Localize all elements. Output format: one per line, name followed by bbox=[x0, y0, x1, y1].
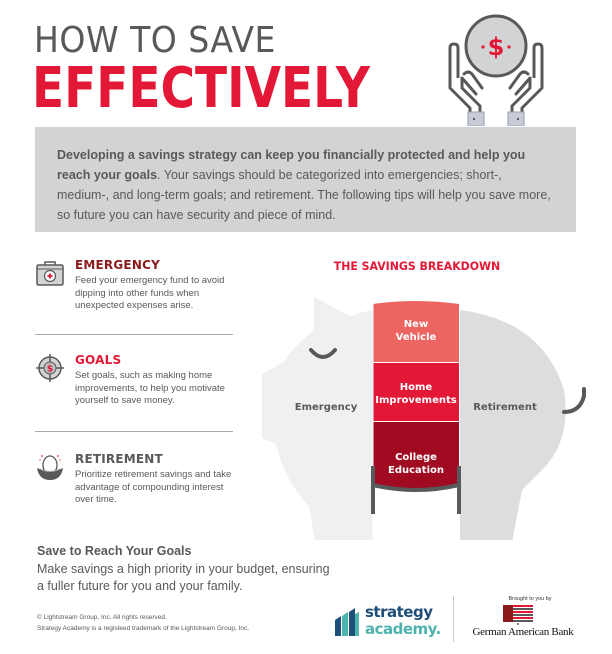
svg-text:$: $ bbox=[47, 365, 53, 375]
legal-text: © Lightstream Group, Inc. All rights res… bbox=[37, 612, 249, 634]
brought-by-text: Brought to you by bbox=[508, 596, 552, 602]
segment-home-improvements bbox=[373, 363, 459, 421]
tip-title: GOALS bbox=[75, 353, 122, 367]
tip-text: Prioritize retirement savings and take a… bbox=[75, 469, 232, 505]
pig-tail-icon bbox=[562, 387, 586, 414]
label-line: Vehicle bbox=[395, 332, 437, 343]
label-emergency: Emergency bbox=[294, 402, 358, 413]
label-new-vehicle: New Vehicle bbox=[373, 318, 459, 344]
label-home-improvements: Home Improvements bbox=[373, 381, 459, 407]
logo-text-strategy: strategy bbox=[365, 603, 433, 621]
svg-text:$: $ bbox=[488, 33, 505, 61]
tip-text: Feed your emergency fund to avoid dippin… bbox=[75, 275, 225, 311]
divider bbox=[35, 431, 233, 432]
pig-eye-icon bbox=[309, 348, 337, 359]
logo-text-academy: academy. bbox=[365, 620, 441, 638]
title-line-1: HOW TO SAVE bbox=[34, 20, 276, 61]
closing-body: Make savings a high priority in your bud… bbox=[37, 562, 330, 593]
hands-holding-coin-icon: $ bbox=[448, 14, 544, 126]
bank-name: German American Bank bbox=[472, 626, 574, 638]
closing-heading: Save to Reach Your Goals bbox=[37, 544, 192, 558]
segment-emergency bbox=[262, 297, 373, 540]
label-line: Home bbox=[399, 382, 433, 393]
tip-title: EMERGENCY bbox=[75, 258, 160, 272]
intro-bold: Developing a savings strategy can keep y… bbox=[57, 148, 526, 182]
intro-box: Developing a savings strategy can keep y… bbox=[35, 127, 576, 232]
logo-divider bbox=[453, 596, 454, 642]
segment-new-vehicle bbox=[373, 304, 459, 362]
tip-title: RETIREMENT bbox=[75, 452, 163, 466]
nest-egg-icon bbox=[37, 455, 63, 480]
segment-retirement bbox=[459, 310, 566, 540]
label-line: New bbox=[403, 319, 429, 330]
target-dollar-icon: $ bbox=[36, 354, 64, 382]
label-line: Education bbox=[388, 465, 444, 476]
strategy-academy-logo-icon bbox=[335, 608, 359, 636]
segment-college-education bbox=[373, 422, 459, 490]
title-line-2: EFFECTIVELY bbox=[32, 56, 370, 121]
tip-text: Set goals, such as making home improveme… bbox=[75, 370, 225, 406]
divider bbox=[35, 334, 233, 335]
label-college-education: College Education bbox=[373, 451, 459, 477]
label-retirement: Retirement bbox=[473, 402, 537, 413]
intro-text: . Your savings should be categorized int… bbox=[57, 168, 551, 222]
copyright: © Lightstream Group, Inc. All rights res… bbox=[37, 614, 167, 621]
first-aid-kit-icon bbox=[36, 261, 64, 286]
label-line: Improvements bbox=[375, 395, 457, 406]
trademark: Strategy Academy is a registeed trademar… bbox=[37, 625, 250, 632]
breakdown-title: THE SAVINGS BREAKDOWN bbox=[333, 259, 501, 273]
label-line: College bbox=[395, 452, 437, 463]
piggy-bank-chart bbox=[262, 297, 586, 540]
german-american-bank-logo-icon bbox=[503, 605, 533, 625]
